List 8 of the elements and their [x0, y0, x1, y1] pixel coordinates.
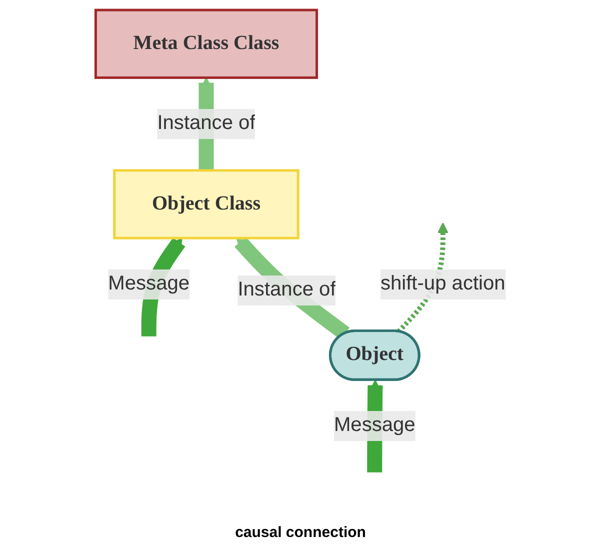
- edge-label: shift-up action: [380, 273, 506, 294]
- edge-label: Instance of: [157, 112, 256, 134]
- node-box: Object Class: [113, 169, 300, 240]
- edge-label: Instance of: [238, 279, 336, 300]
- edge-label: Message: [334, 414, 416, 436]
- node-box: Meta Class Class: [94, 8, 318, 79]
- note-text: causal connection: [235, 524, 366, 541]
- edge-label: Message: [108, 273, 190, 294]
